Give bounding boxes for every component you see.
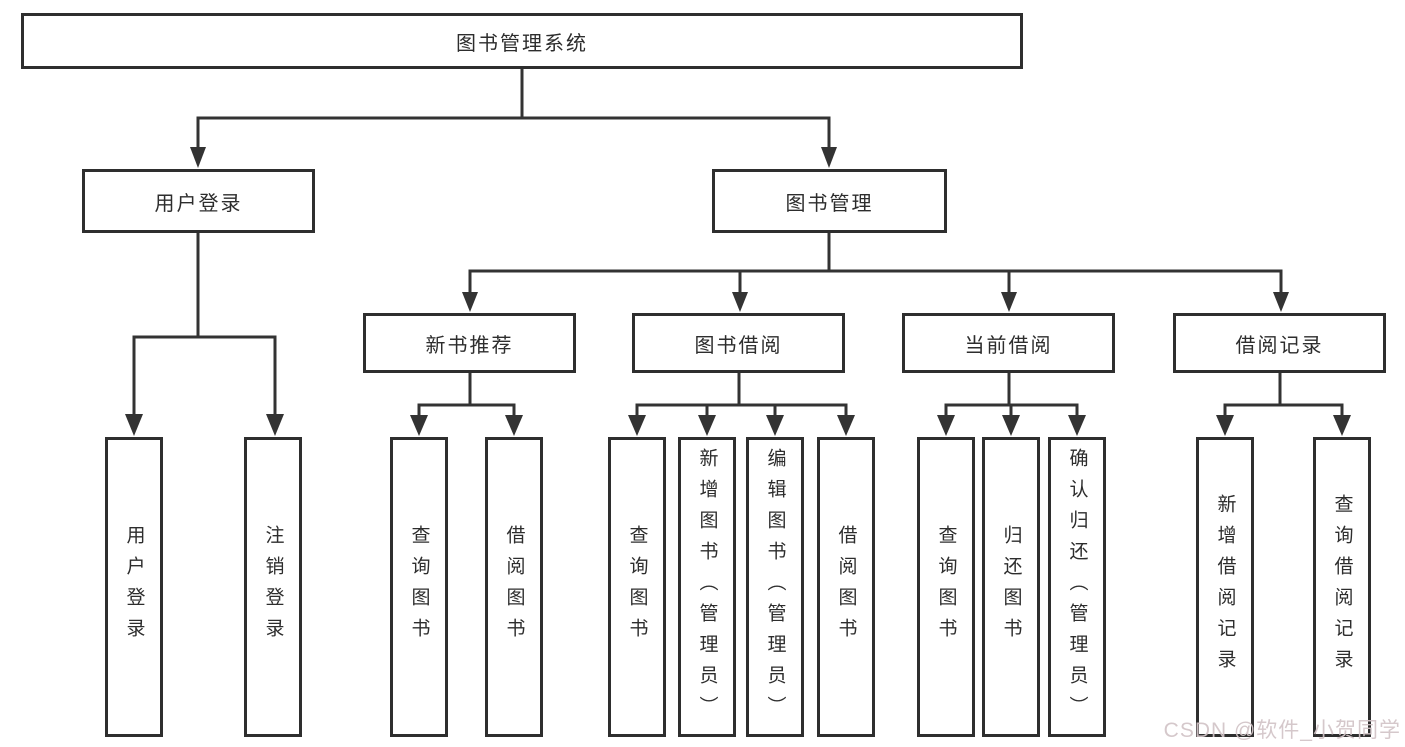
leaf-logout: 注销登录: [244, 437, 302, 737]
leaf-query-books-borrowing: 查询图书: [608, 437, 666, 737]
leaf-user-login: 用户登录: [105, 437, 163, 737]
leaf-confirm-return-admin: 确认归还（管理员）: [1048, 437, 1106, 737]
leaf-borrow-books: 借阅图书: [817, 437, 875, 737]
leaf-return-book: 归还图书: [982, 437, 1040, 737]
node-library-management-system: 图书管理系统: [21, 13, 1023, 69]
leaf-query-borrow-record: 查询借阅记录: [1313, 437, 1371, 737]
node-book-borrowing: 图书借阅: [632, 313, 845, 373]
csdn-watermark: CSDN @软件_小贺同学: [1163, 719, 1401, 742]
node-user-login: 用户登录: [82, 169, 315, 233]
leaf-add-book-admin: 新增图书（管理员）: [678, 437, 736, 737]
node-borrowing-records: 借阅记录: [1173, 313, 1386, 373]
leaf-borrow-books-recommend: 借阅图书: [485, 437, 543, 737]
leaf-add-borrow-record: 新增借阅记录: [1196, 437, 1254, 737]
leaf-query-books-current: 查询图书: [917, 437, 975, 737]
leaf-edit-book-admin: 编辑图书（管理员）: [746, 437, 804, 737]
node-book-management: 图书管理: [712, 169, 947, 233]
node-current-borrowing: 当前借阅: [902, 313, 1115, 373]
node-new-book-recommendation: 新书推荐: [363, 313, 576, 373]
leaf-query-books-recommend: 查询图书: [390, 437, 448, 737]
